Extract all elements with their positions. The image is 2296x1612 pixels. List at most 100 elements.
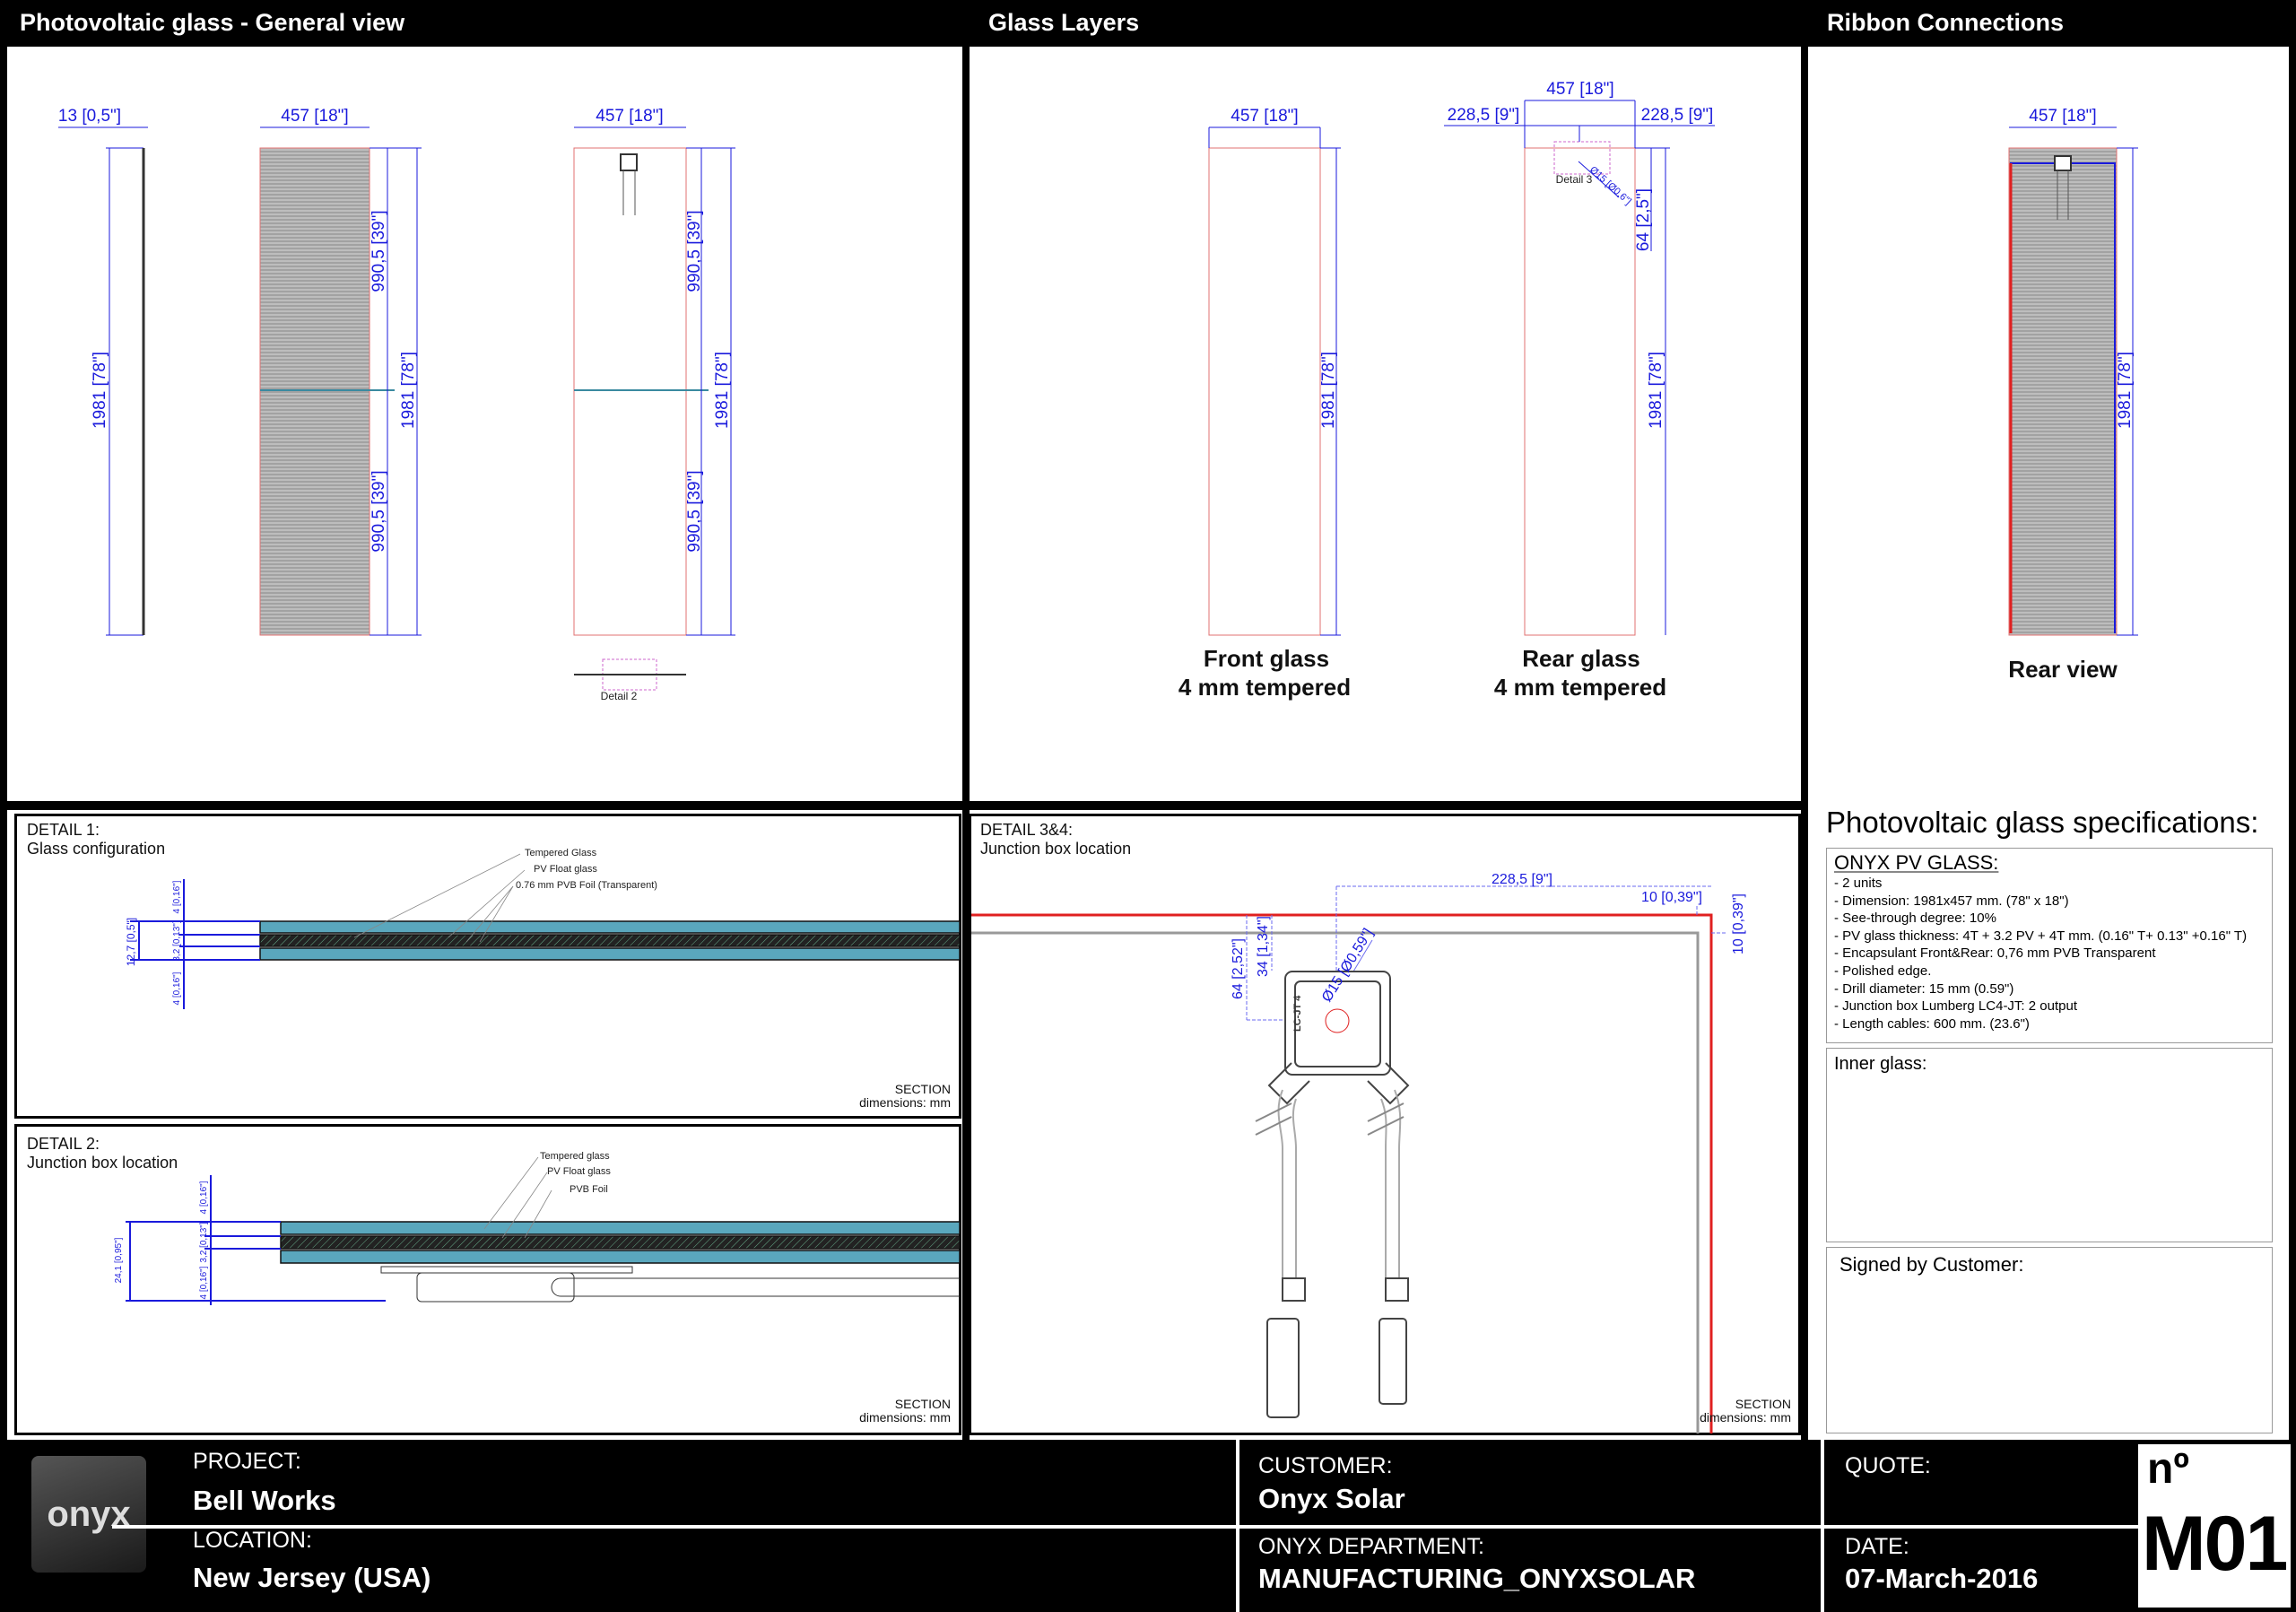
front-glass xyxy=(1208,147,1321,636)
front-glass-spec: 4 mm tempered xyxy=(1178,674,1351,701)
project-value: Bell Works xyxy=(193,1485,336,1516)
callout-pv-float-glass: PV Float glass xyxy=(547,1166,611,1177)
dim-rear-half-left: 228,5 [9"] xyxy=(1448,106,1520,125)
specs-title: Photovoltaic glass specifications: xyxy=(1826,806,2259,839)
border xyxy=(2289,0,2296,1440)
dim-detail34-34: 34 [1,34"] xyxy=(1256,916,1271,977)
front-glass-label: Front glass xyxy=(1204,645,1329,672)
junction-box xyxy=(620,153,638,171)
spec-line: - PV glass thickness: 4T + 3.2 PV + 4T m… xyxy=(1834,928,2248,944)
dim-detail34-horizontal: 228,5 [9"] xyxy=(1492,872,1552,887)
panel-header-general: Photovoltaic glass - General view xyxy=(0,0,964,47)
dim-rear-height: 1981 [78"] xyxy=(713,352,732,429)
dim-rear-glass-height: 1981 [78"] xyxy=(1647,352,1665,429)
dim-rear-half-bottom: 990,5 [39"] xyxy=(685,470,704,552)
detail2-title: DETAIL 2: xyxy=(27,1135,100,1153)
detail2-subtitle: Junction box location xyxy=(27,1154,178,1172)
dim-detail1-top: 4 [0,16"] xyxy=(172,880,182,913)
customer-value: Onyx Solar xyxy=(1258,1483,1405,1514)
department-value: MANUFACTURING_ONYXSOLAR xyxy=(1258,1563,1696,1594)
detail1-section xyxy=(259,920,961,961)
spec-line: - Dimension: 1981x457 mm. (78" x 18") xyxy=(1834,893,2069,909)
dim-detail1-total: 12,7 [0,5"] xyxy=(125,918,137,966)
detail1-section-label: SECTION xyxy=(894,1082,951,1096)
specs-box: ONYX PV GLASS: - 2 units - Dimension: 19… xyxy=(1826,848,2273,1043)
department-label: ONYX DEPARTMENT: xyxy=(1258,1534,1484,1559)
dim-rear-offset: 64 [2,5"] xyxy=(1634,188,1653,251)
spec-line: - Drill diameter: 15 mm (0.59") xyxy=(1834,980,2014,997)
dim-detail2-top: 4 [0,16"] xyxy=(199,1181,209,1214)
divider xyxy=(1821,1440,1824,1612)
panel-header-layers: Glass Layers xyxy=(969,0,1803,47)
dim-detail1-mid: 3,2 [0,13"] xyxy=(172,920,182,961)
dim-front-width: 457 [18"] xyxy=(281,107,348,126)
detail34-section-label: SECTION xyxy=(1735,1397,1791,1411)
location-value: New Jersey (USA) xyxy=(193,1562,431,1593)
specs-product: ONYX PV GLASS: xyxy=(1834,851,1999,874)
customer-signature-box: Signed by Customer: xyxy=(1826,1247,2273,1433)
quote-label: QUOTE: xyxy=(1845,1453,1931,1478)
onyx-logo: onyx xyxy=(31,1456,146,1573)
divider xyxy=(962,0,970,1440)
dim-front-glass-width: 457 [18"] xyxy=(1231,107,1298,126)
dim-detail2-total: 24,1 [0,95"] xyxy=(114,1237,124,1283)
detail34-units: dimensions: mm xyxy=(1700,1410,1791,1425)
date-value: 07-March-2016 xyxy=(1845,1563,2039,1594)
dim-front-half-top: 990,5 [39"] xyxy=(370,210,388,292)
callout-tempered-glass: Tempered glass xyxy=(540,1151,610,1162)
divider xyxy=(1236,1440,1239,1612)
front-view xyxy=(259,147,370,636)
project-label: PROJECT: xyxy=(193,1449,301,1474)
detail1-title: DETAIL 1: xyxy=(27,821,100,839)
inner-glass-box: Inner glass: xyxy=(1826,1048,2273,1242)
dim-detail2-bottom: 4 [0,16"] xyxy=(199,1266,209,1299)
callout-pvb-foil: 0.76 mm PVB Foil (Transparent) xyxy=(516,880,657,891)
spec-line: - Length cables: 600 mm. (23.6") xyxy=(1834,1015,2030,1032)
title-block: onyx PROJECT: Bell Works LOCATION: New J… xyxy=(0,1440,2296,1612)
detail34-subtitle: Junction box location xyxy=(980,840,1132,858)
rear-glass-label: Rear glass xyxy=(1522,645,1640,672)
rear-view xyxy=(573,147,687,636)
dim-ribbon-height: 1981 [78"] xyxy=(2116,352,2135,429)
location-label: LOCATION: xyxy=(193,1528,312,1553)
signed-label: Signed by Customer: xyxy=(1839,1253,2024,1276)
detail2-units: dimensions: mm xyxy=(859,1410,951,1425)
ribbon-rear-view xyxy=(2008,147,2118,636)
rear-view-label: Rear view xyxy=(2008,656,2118,683)
detail1-panel xyxy=(14,814,961,1119)
glass-edge-line xyxy=(971,913,1713,1433)
dim-detail34-64: 64 [2,52"] xyxy=(1231,938,1246,999)
divider xyxy=(0,801,1808,810)
detail2-section xyxy=(280,1221,961,1303)
dim-detail34-edge-v: 10 [0,39"] xyxy=(1731,893,1746,954)
spec-line: - Encapsulant Front&Rear: 0,76 mm PVB Tr… xyxy=(1834,945,2156,962)
dim-front-glass-height: 1981 [78"] xyxy=(1319,352,1338,429)
dim-rear-half-right: 228,5 [9"] xyxy=(1641,106,1714,125)
dim-ribbon-width: 457 [18"] xyxy=(2029,107,2096,126)
dim-side-width: 13 [0,5"] xyxy=(58,107,121,126)
divider xyxy=(1801,0,1808,1440)
divider xyxy=(1824,1525,2138,1529)
callout-pvb-foil: PVB Foil xyxy=(570,1184,608,1195)
dim-detail1-bottom: 4 [0,16"] xyxy=(172,972,182,1005)
spec-line: - Junction box Lumberg LC4-JT: 2 output xyxy=(1834,998,2077,1015)
dim-detail34-edge-h: 10 [0,39"] xyxy=(1641,890,1702,905)
detail3-tag: Detail 3 xyxy=(1556,173,1593,186)
inner-glass-label: Inner glass: xyxy=(1834,1054,1927,1074)
dim-rear-glass-width: 457 [18"] xyxy=(1546,80,1613,99)
rear-glass xyxy=(1524,147,1636,636)
panel-header-ribbon: Ribbon Connections xyxy=(1807,0,2296,47)
dim-rear-width: 457 [18"] xyxy=(596,107,663,126)
detail2-section-label: SECTION xyxy=(894,1397,951,1411)
dim-detail2-mid: 3,2 [0,13"] xyxy=(199,1222,209,1262)
junction-box-drawing xyxy=(1255,971,1410,1418)
spec-line: - See-through degree: 10% xyxy=(1834,911,1996,927)
callout-pv-float-glass: PV Float glass xyxy=(534,864,597,875)
dim-side-height: 1981 [78"] xyxy=(91,352,109,429)
spec-line: - Polished edge. xyxy=(1834,963,1932,979)
callout-tempered-glass: Tempered Glass xyxy=(525,848,597,858)
detail1-subtitle: Glass configuration xyxy=(27,840,166,858)
detail2-tag: Detail 2 xyxy=(601,690,638,702)
border xyxy=(0,0,7,1440)
